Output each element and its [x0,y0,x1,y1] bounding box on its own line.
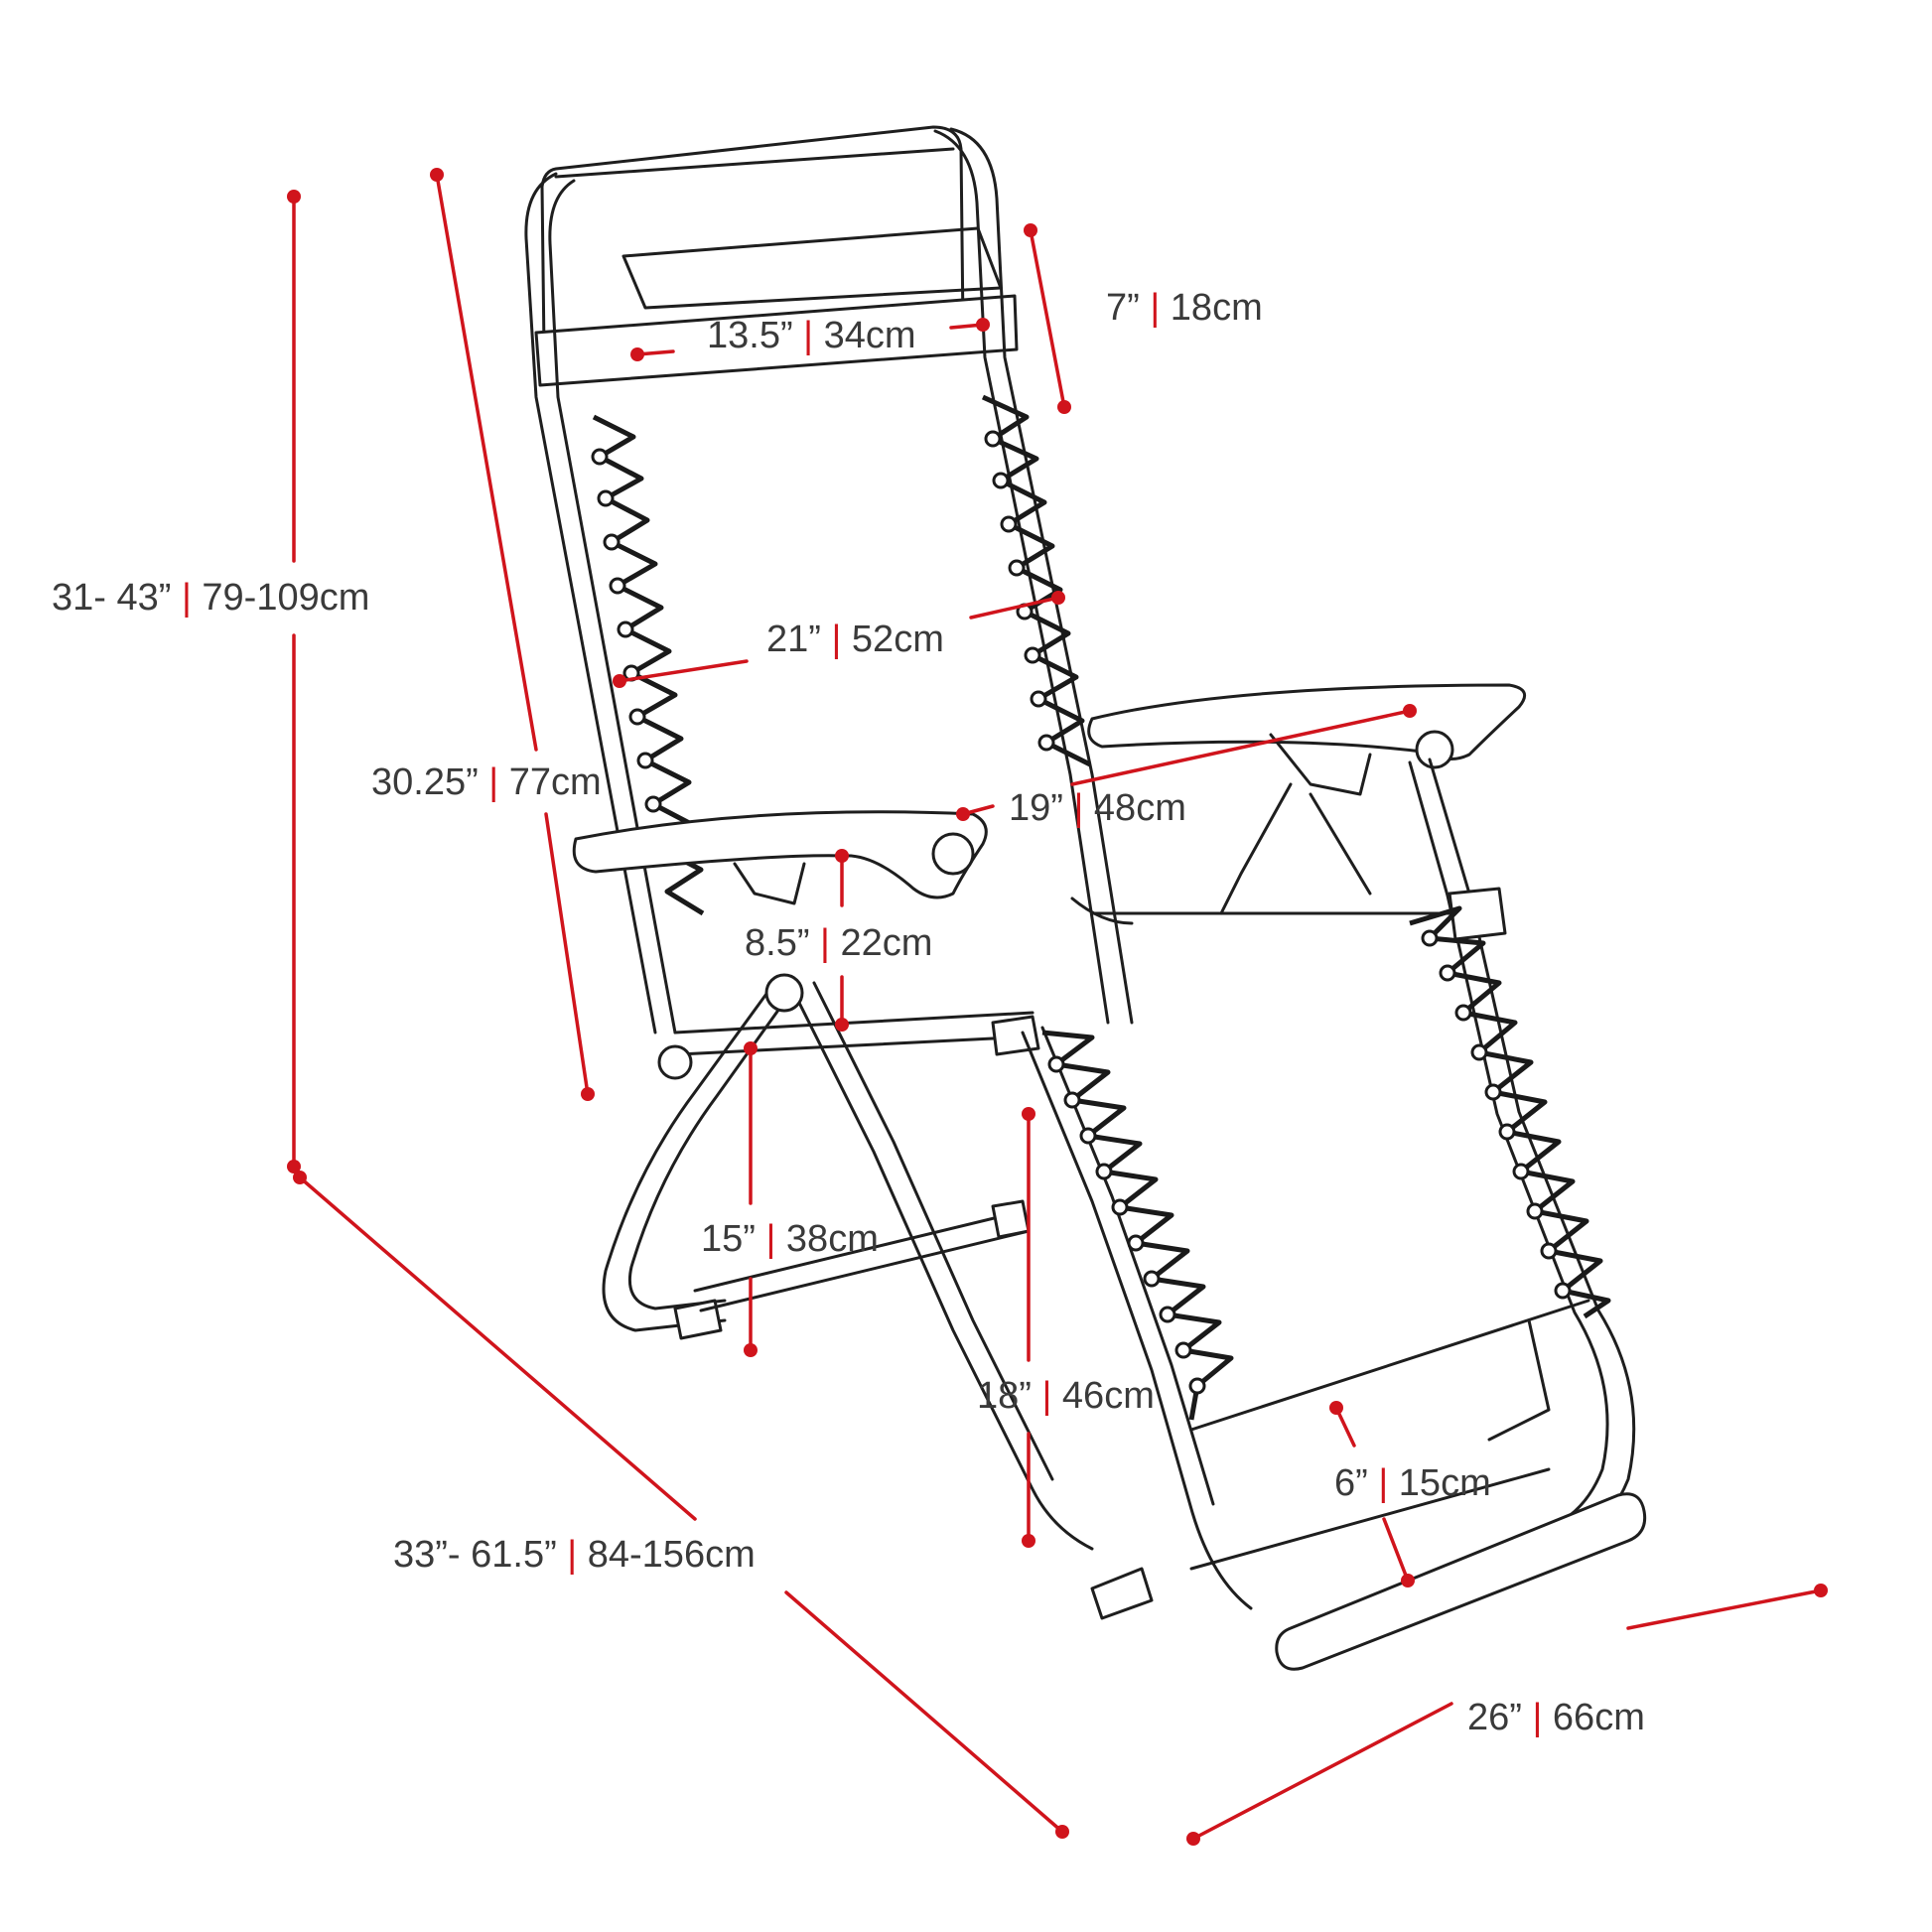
label-total-height: 31- 43” | 79-109cm [52,577,369,619]
label-foot-bar: 6” | 15cm [1334,1462,1491,1504]
label-overall-width: 26” | 66cm [1467,1697,1645,1738]
label-seat-height: 15” | 38cm [701,1218,879,1260]
footrest-fabric-top [1189,1299,1590,1432]
armrest-right [1087,683,1527,760]
headrest-strap [534,294,1019,387]
front-leg-inner [628,986,796,1311]
right-joint-bracket [1448,887,1507,941]
eyelets-right [984,430,1055,752]
footrest-bracket [1487,1318,1551,1442]
back-frame-right-tube-inner [933,129,1110,1025]
armrest-left-lock [733,862,806,905]
right-side-frame-inner [1408,760,1609,1531]
footrest-left-frame-inner [1040,1026,1215,1506]
chair-drawing [524,125,1647,1671]
left-frame-pivot [657,1044,693,1080]
headrest-seam [554,147,955,179]
seat-bracket [991,1015,1040,1056]
label-arm-to-arm: 19” | 48cm [1009,787,1186,829]
label-headrest-width: 13.5” | 34cm [707,315,916,356]
lower-cross-bar-inner [699,1229,1031,1312]
armrest-left-knob [931,832,975,876]
label-back-length: 30.25” | 77cm [371,761,602,803]
footrest-left-frame [1021,1031,1253,1610]
label-overall-depth: 33”- 61.5” | 84-156cm [393,1534,756,1576]
rear-leg [792,991,1094,1551]
armrest-left [572,810,988,899]
label-back-width: 21” | 52cm [766,619,944,660]
rear-leg-inner [812,981,1054,1481]
label-armrest-to-seat: 8.5” | 22cm [745,922,932,964]
back-frame-left-tube-inner [548,179,677,1035]
label-headrest-height: 7” | 18cm [1106,287,1263,329]
leg-pivot [764,973,804,1013]
seat-cross-bar-inner [677,1035,1035,1056]
seat-cross-bar [673,1011,1035,1035]
front-leg [602,981,776,1332]
dimension-labels: 31- 43” | 79-109cm 30.25” | 77cm 13.5” |… [52,287,1645,1738]
eyelets-left-foot [1047,1055,1206,1395]
measurement-lines [287,168,1828,1846]
bungee-right-foot [1409,905,1611,1319]
back-frame-left-tube [524,172,657,1035]
foot-bar [1275,1492,1647,1671]
armrest-right-knob [1415,730,1454,769]
label-footrest-length: 18” | 46cm [977,1375,1155,1417]
lower-bar-cap [991,1199,1031,1239]
eyelets-right-foot [1421,929,1572,1300]
seat-rear-curve [1070,897,1134,925]
right-support-strut-2 [1309,792,1372,896]
footrest-bottom-edge [1189,1467,1551,1571]
right-side-frame [1428,758,1636,1551]
rear-leg-cap [1090,1567,1154,1620]
armrest-right-lock [1269,733,1372,796]
bungee-left-foot [1041,1030,1234,1421]
bungee-right-back [981,394,1092,767]
front-leg-cap [673,1299,723,1340]
right-support-strut [1219,782,1293,915]
back-frame-right-tube [949,127,1134,1025]
